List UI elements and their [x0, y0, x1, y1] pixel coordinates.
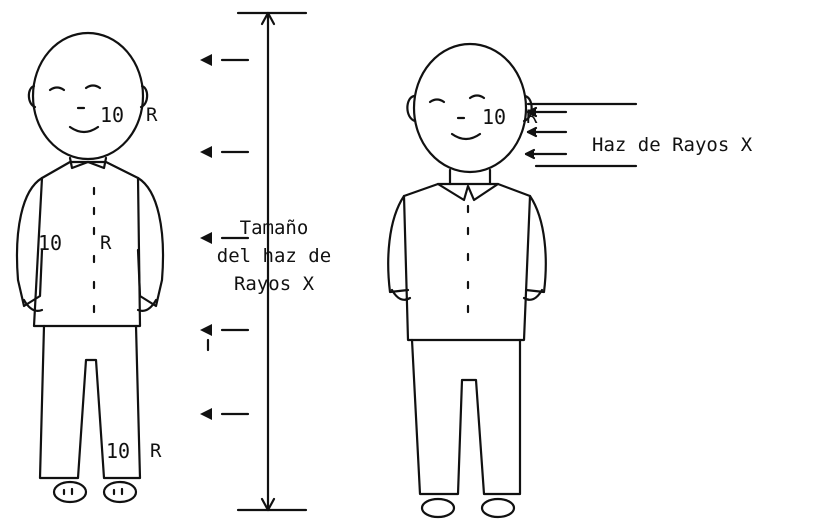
wide-beam-arrow: [200, 324, 250, 352]
left-eye: [48, 86, 66, 92]
left-legs-unit: R: [150, 440, 162, 462]
beam-size-label-line2: del haz de: [216, 245, 332, 267]
right-eye: [428, 98, 446, 104]
right-head-dose: 10: [482, 105, 507, 129]
left-head-dose: 10: [100, 103, 125, 127]
right-mouth: [450, 132, 482, 141]
left-trousers: [38, 324, 142, 480]
left-head: [31, 31, 145, 161]
left-mouth: [68, 125, 100, 134]
narrow-beam-arrow: [526, 106, 568, 118]
left-ear-right: [139, 84, 149, 109]
right-eye-2: [468, 94, 486, 100]
narrow-beam-arrow: [524, 148, 568, 160]
left-ear: [27, 84, 37, 109]
left-eye-2: [84, 84, 102, 90]
left-sleeve: [15, 176, 44, 308]
wide-beam-arrow: [200, 54, 250, 66]
left-chest-dose: 10: [38, 231, 63, 255]
left-foot: [52, 480, 88, 504]
right-foot: [420, 497, 456, 519]
wide-beam-arrow: [200, 408, 250, 420]
left-legs-dose: 10: [106, 439, 131, 463]
narrow-beam: [524, 102, 638, 168]
wide-beam-arrows: [200, 54, 250, 420]
wide-beam-arrow: [200, 146, 250, 158]
beam-size-label-line1: Tamaño: [239, 217, 309, 239]
left-head-unit: R: [146, 104, 158, 126]
narrow-beam-arrow: [526, 126, 568, 138]
beam-size-label-line3: Rayos X: [233, 273, 315, 295]
left-chest-unit: R: [100, 232, 112, 254]
narrow-beam-label: Haz de Rayos X: [592, 134, 753, 156]
right-foot-2: [480, 497, 516, 519]
wide-beam-arrow: [200, 232, 250, 244]
right-head: [412, 42, 528, 174]
beam-size-dimension: [236, 11, 308, 512]
beam-size-label: Tamaño del haz de Rayos X: [186, 214, 362, 298]
left-person-figure: [15, 31, 165, 504]
left-foot-2: [102, 480, 138, 504]
left-sleeve-right: [136, 176, 165, 308]
right-ear-right: [522, 94, 533, 123]
right-person-figure: [387, 42, 547, 519]
right-trousers: [410, 338, 522, 496]
right-head-unit: R: [526, 106, 538, 128]
right-ear: [406, 94, 417, 123]
